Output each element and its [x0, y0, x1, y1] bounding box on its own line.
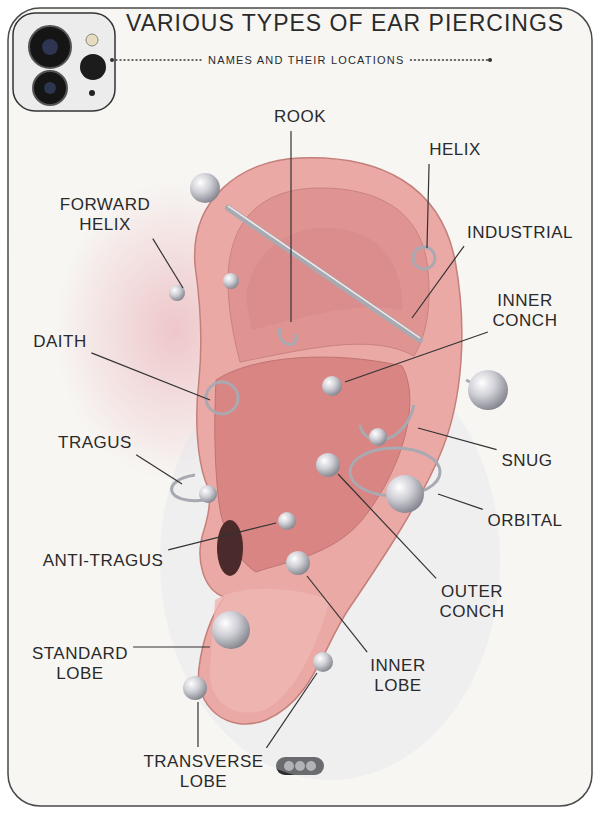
camera-lens	[29, 26, 71, 68]
snug-ring	[360, 405, 414, 440]
subtitle-rule	[410, 59, 490, 60]
ear-outline	[195, 158, 462, 724]
leader-line	[136, 455, 182, 484]
part-name: INDUSTRIAL	[467, 223, 573, 242]
part-name: TRANSVERSE LOBE	[143, 752, 263, 791]
part-name: INNER LOBE	[370, 656, 425, 695]
part-name: ROOK	[274, 107, 326, 126]
helix-ball	[190, 173, 220, 203]
part-name: ANTI-TRAGUS	[43, 551, 164, 570]
lidar-sensor	[80, 54, 106, 80]
microphone	[89, 90, 95, 96]
forward-helix-stud	[223, 273, 239, 289]
camera-bump	[13, 13, 115, 111]
part-label: TRANSVERSE LOBE	[141, 752, 266, 793]
leader-line	[168, 523, 276, 550]
camera-module	[13, 13, 115, 111]
leader-line	[412, 246, 464, 318]
part-label: STANDARD LOBE	[25, 644, 135, 685]
ear-canal	[217, 520, 243, 576]
leader-line	[91, 353, 210, 400]
transverse-lobe-ball	[313, 652, 333, 672]
leader-line	[153, 239, 183, 288]
subtitle-rule	[112, 59, 202, 60]
daith-ring	[206, 382, 238, 414]
part-label: TRAGUS	[50, 433, 140, 453]
tragus-ball	[199, 485, 217, 503]
rook-ring	[280, 328, 297, 345]
standard-lobe-stud	[212, 611, 250, 649]
leader-line	[345, 332, 488, 382]
device-skin	[8, 8, 592, 806]
part-name: HELIX	[429, 140, 481, 159]
subtitle: NAMES AND THEIR LOCATIONS	[208, 54, 404, 66]
part-label: INNER LOBE	[358, 656, 438, 697]
part-label: HELIX	[415, 140, 495, 160]
jewelry	[169, 173, 508, 700]
leader-line	[427, 164, 429, 248]
leader-line	[307, 576, 367, 652]
part-label: ORBITAL	[475, 511, 575, 531]
part-label: INDUSTRIAL	[460, 223, 580, 243]
part-name: OUTER CONCH	[440, 582, 505, 621]
leader-line	[438, 494, 483, 509]
part-name: SNUG	[501, 451, 552, 470]
subtitle-text: NAMES AND THEIR LOCATIONS	[208, 54, 404, 66]
part-name: FORWARD HELIX	[60, 195, 150, 234]
leader-line	[338, 474, 436, 578]
concha	[215, 357, 410, 572]
leader-line	[266, 673, 317, 748]
inner-lobe-stud	[286, 551, 310, 575]
leader-line	[197, 702, 198, 747]
lobe-highlight	[210, 589, 330, 713]
camera-glass	[44, 82, 56, 94]
part-label: ANTI-TRAGUS	[38, 551, 168, 571]
transverse-lobe-ball	[183, 676, 207, 700]
leader-line	[418, 428, 497, 450]
industrial-bar	[228, 208, 420, 340]
part-name: INNER CONCH	[493, 291, 558, 330]
part-name: TRAGUS	[58, 433, 132, 452]
part-label: FORWARD HELIX	[50, 195, 160, 236]
part-label: OUTER CONCH	[422, 582, 522, 623]
inner-conch-stud	[322, 376, 342, 396]
part-label: ROOK	[255, 107, 345, 127]
orbital-ball	[386, 475, 424, 513]
bar-highlight	[228, 206, 420, 338]
camera-lens	[33, 71, 67, 105]
scapha	[228, 188, 429, 362]
part-name: DAITH	[33, 332, 87, 351]
inner-conch-back	[468, 370, 508, 410]
leader-dot	[110, 58, 114, 62]
part-label: DAITH	[20, 332, 100, 352]
helix-ring	[413, 247, 435, 269]
title: VARIOUS TYPES OF EAR PIERCINGS	[126, 10, 564, 37]
leader-line	[133, 646, 210, 647]
outer-conch-stud	[316, 453, 340, 477]
part-label: INNER CONCH	[480, 291, 570, 332]
leader-line	[290, 131, 291, 322]
camera-flash	[86, 34, 98, 46]
part-label: SNUG	[492, 451, 562, 471]
snug-ball	[369, 428, 387, 446]
leader-dot	[488, 58, 492, 62]
part-name: STANDARD LOBE	[32, 644, 128, 683]
ear	[195, 158, 462, 724]
part-name: ORBITAL	[488, 511, 563, 530]
anti-tragus-stud	[278, 512, 296, 530]
camera-glass	[42, 39, 58, 55]
